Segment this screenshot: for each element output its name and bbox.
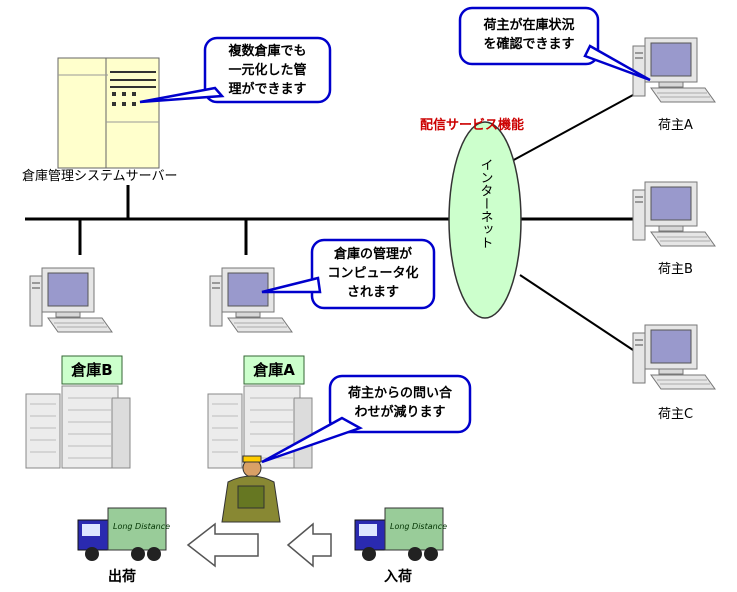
- shipper-callout-text: 荷主が在庫状況 を確認できます: [483, 18, 575, 52]
- outbound-arrow-icon: [186, 522, 259, 568]
- inbound-label: 入荷: [384, 569, 412, 585]
- server-callout-bubble: [139, 36, 332, 104]
- shipper-c-label: 荷主C: [658, 407, 694, 422]
- worker-icon: [221, 455, 281, 523]
- warehouse-b-sign-box: [61, 355, 123, 385]
- worker-callout-bubble: [261, 374, 472, 464]
- outbound-truck-icon: [77, 507, 167, 562]
- inbound-truck-icon: [354, 507, 444, 562]
- worker-callout-text: 荷主からの問い合 わせが減ります: [347, 386, 452, 420]
- network-backbone: [25, 94, 635, 351]
- warehouse-callout-text: 倉庫の管理が コンピュータ化 されます: [327, 247, 419, 300]
- server-caption: 倉庫管理システムサーバー: [22, 169, 178, 184]
- shipper-b-label: 荷主B: [658, 262, 693, 277]
- internet-cloud: [448, 121, 522, 319]
- shipper-b-computer-icon: [632, 181, 716, 247]
- inbound-arrow-icon: [286, 522, 332, 568]
- shipper-a-label: 荷主A: [658, 118, 693, 133]
- warehouse-a-sign-box: [243, 355, 305, 385]
- service-label: 配信サービス機能: [420, 118, 525, 133]
- warehouse-b-computer-icon: [29, 267, 113, 333]
- shipper-a-computer-icon: [632, 37, 716, 103]
- server-icon: [57, 57, 160, 169]
- warehouse-callout-bubble: [261, 238, 436, 310]
- outbound-label: 出荷: [108, 569, 136, 585]
- shipper-c-computer-icon: [632, 324, 716, 390]
- warehouse-b-building-icon: [25, 385, 131, 469]
- outbound-truck-text: Long Distance: [113, 522, 171, 531]
- internet-label: インターネット: [477, 158, 493, 249]
- warehouse-a-computer-icon: [209, 267, 293, 333]
- server-callout-text: 複数倉庫でも 一元化した管 理ができます: [228, 44, 307, 97]
- shipper-callout-bubble: [458, 6, 651, 82]
- warehouse-b-sign: 倉庫B: [71, 361, 113, 379]
- inbound-truck-text: Long Distance: [390, 522, 448, 531]
- warehouse-a-sign: 倉庫A: [253, 361, 295, 379]
